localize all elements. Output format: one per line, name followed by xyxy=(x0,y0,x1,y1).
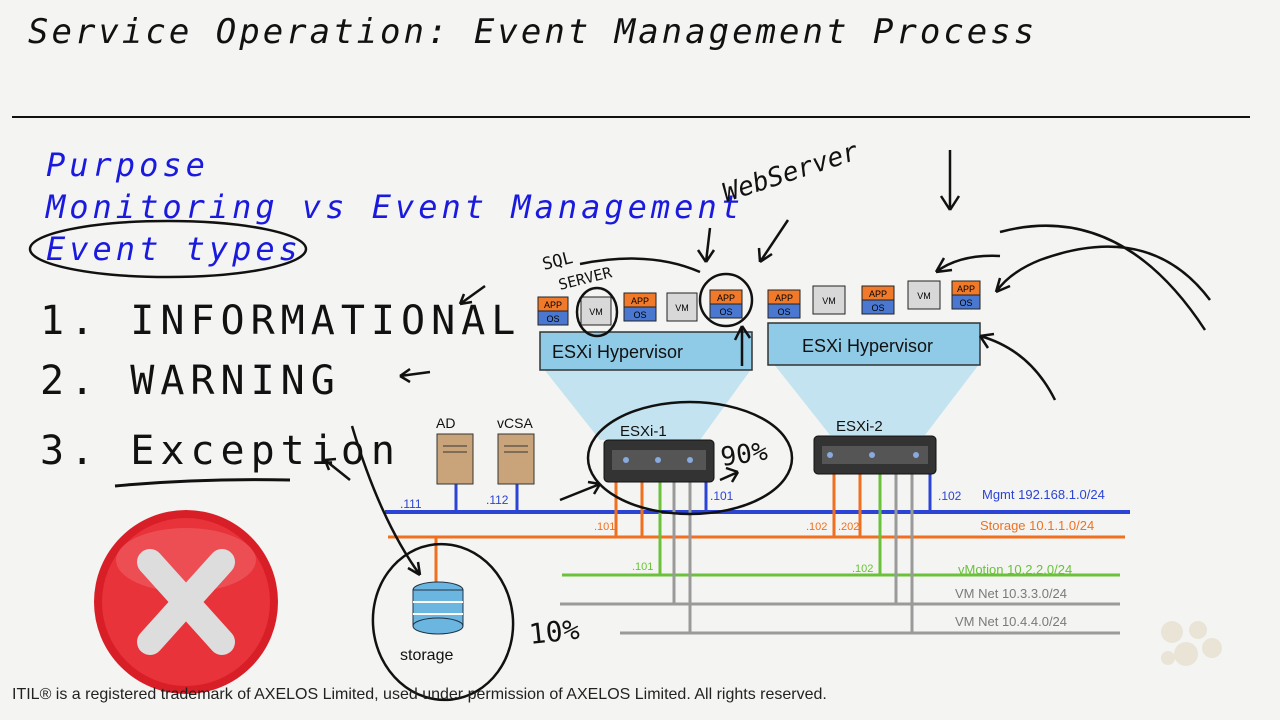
ad-server xyxy=(436,433,474,485)
net-label-storage: Storage 10.1.1.0/24 xyxy=(980,518,1094,533)
arrow-warning xyxy=(399,367,431,384)
ip-esxi-2-storage: .102 xyxy=(806,521,827,533)
storage-10-annotation: 10% xyxy=(527,613,581,651)
funnel-2 xyxy=(773,363,980,435)
ip-esxi-2-mgmt: .102 xyxy=(938,489,962,503)
svg-text:APP: APP xyxy=(869,289,887,299)
event-type-warning: 2. WARNING xyxy=(40,358,341,404)
hypervisor-box-1 xyxy=(539,331,753,371)
sql-annotation-1: SQL xyxy=(540,248,575,275)
topic-monitoring: Monitoring vs Event Management xyxy=(46,188,744,226)
vcsa-server xyxy=(497,433,535,485)
svg-text:OS: OS xyxy=(546,314,559,324)
svg-text:OS: OS xyxy=(871,303,884,313)
exception-underline xyxy=(114,478,291,488)
event-types-circle xyxy=(28,219,308,279)
topic-event-types: Event types xyxy=(46,230,302,268)
svg-text:VM: VM xyxy=(822,296,836,306)
esxi-2-label: ESXi-2 xyxy=(836,418,883,435)
vm-tiles-host-1: APP OS VM APP OS VM APP OS xyxy=(537,289,743,326)
svg-text:OS: OS xyxy=(719,307,732,317)
arrow-informational xyxy=(458,284,486,306)
svg-text:VM: VM xyxy=(675,303,689,313)
net-label-vm-net-1: VM Net 10.3.3.0/24 xyxy=(955,586,1067,601)
svg-text:VM: VM xyxy=(589,307,603,317)
svg-text:OS: OS xyxy=(777,307,790,317)
cpu-90-annotation: 90% xyxy=(719,437,770,473)
host-drops xyxy=(434,466,932,633)
logo-watermark-icon xyxy=(1161,621,1222,666)
svg-text:VM: VM xyxy=(917,291,931,301)
esxi-1-label: ESXi-1 xyxy=(620,423,667,440)
event-type-exception: 3. Exception xyxy=(40,428,401,474)
ip-ad: .111 xyxy=(400,497,422,511)
storage-icon xyxy=(412,581,464,635)
svg-text:OS: OS xyxy=(633,310,646,320)
page-title: Service Operation: Event Management Proc… xyxy=(28,12,1038,52)
web-server-annotation: WebServer xyxy=(719,136,863,208)
trademark-footer: ITIL® is a registered trademark of AXELO… xyxy=(12,686,827,703)
networks xyxy=(385,510,1130,635)
ip-esxi-2-vmotion: .102 xyxy=(852,563,873,575)
hypervisor-box-2 xyxy=(767,322,981,366)
svg-text:APP: APP xyxy=(631,296,649,306)
vm-tiles-host-2: APP OS VM APP OS VM APP OS xyxy=(767,280,981,319)
arrow-exception xyxy=(323,457,351,481)
net-label-mgmt: Mgmt 192.168.1.0/24 xyxy=(982,487,1105,502)
svg-text:APP: APP xyxy=(717,293,735,303)
net-label-vm-net-2: VM Net 10.4.4.0/24 xyxy=(955,614,1067,629)
funnel-1 xyxy=(543,368,752,440)
hypervisor-label-1: ESXi Hypervisor xyxy=(552,342,683,362)
error-icon xyxy=(94,510,278,694)
topic-purpose: Purpose xyxy=(46,146,209,184)
svg-text:APP: APP xyxy=(775,293,793,303)
ip-esxi-1-storage: .101 xyxy=(594,521,615,533)
svg-text:APP: APP xyxy=(544,300,562,310)
vcsa-label: vCSA xyxy=(497,415,533,431)
hand-drawn-marks xyxy=(350,150,1211,702)
net-label-vmotion: vMotion 10.2.2.0/24 xyxy=(958,562,1072,577)
ip-esxi-1-vmotion: .101 xyxy=(632,561,653,573)
hypervisor-label-2: ESXi Hypervisor xyxy=(802,336,933,356)
svg-text:OS: OS xyxy=(959,298,972,308)
event-type-informational: 1. INFORMATIONAL xyxy=(40,298,522,344)
storage-label: storage xyxy=(400,647,453,664)
svg-text:APP: APP xyxy=(957,284,975,294)
ip-vcsa: .112 xyxy=(486,493,509,507)
ip-esxi-1-mgmt: .101 xyxy=(710,489,734,503)
ip-esxi-2-storage-2: .202 xyxy=(838,521,859,533)
ad-label: AD xyxy=(436,415,455,431)
